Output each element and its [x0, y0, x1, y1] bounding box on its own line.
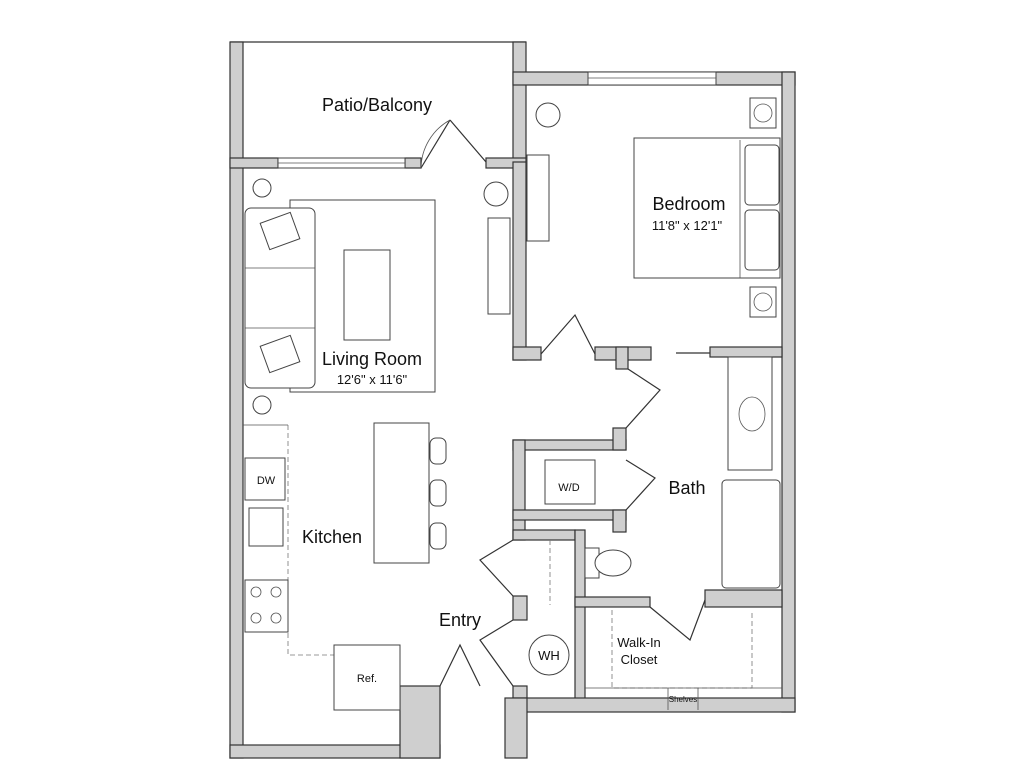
windows: [277, 71, 717, 169]
closet-label-line1: Walk-In: [617, 635, 661, 650]
living-furniture: [244, 154, 550, 415]
kitchen-label: Kitchen: [302, 527, 362, 547]
living-room-dimensions: 12'6" x 11'6": [337, 372, 408, 387]
doors: [420, 119, 710, 687]
bedroom-dimensions: 11'8" x 12'1": [652, 218, 723, 233]
refrigerator-label: Ref.: [357, 673, 377, 685]
walls: [229, 41, 796, 759]
patio-label: Patio/Balcony: [322, 95, 432, 115]
bath-furniture: [528, 356, 782, 710]
washer-dryer-label: W/D: [558, 482, 579, 494]
kitchen-furniture: [243, 422, 447, 711]
bedroom-label: Bedroom: [652, 194, 725, 214]
bath-label: Bath: [668, 478, 705, 498]
bedroom-furniture: [483, 97, 781, 318]
shelves-label: Shelves: [669, 695, 697, 704]
dishwasher-label: DW: [257, 475, 276, 487]
living-room-label: Living Room: [322, 349, 422, 369]
entry-label: Entry: [439, 610, 481, 630]
water-heater-label: WH: [538, 648, 560, 663]
closet-label-line2: Closet: [621, 652, 658, 667]
